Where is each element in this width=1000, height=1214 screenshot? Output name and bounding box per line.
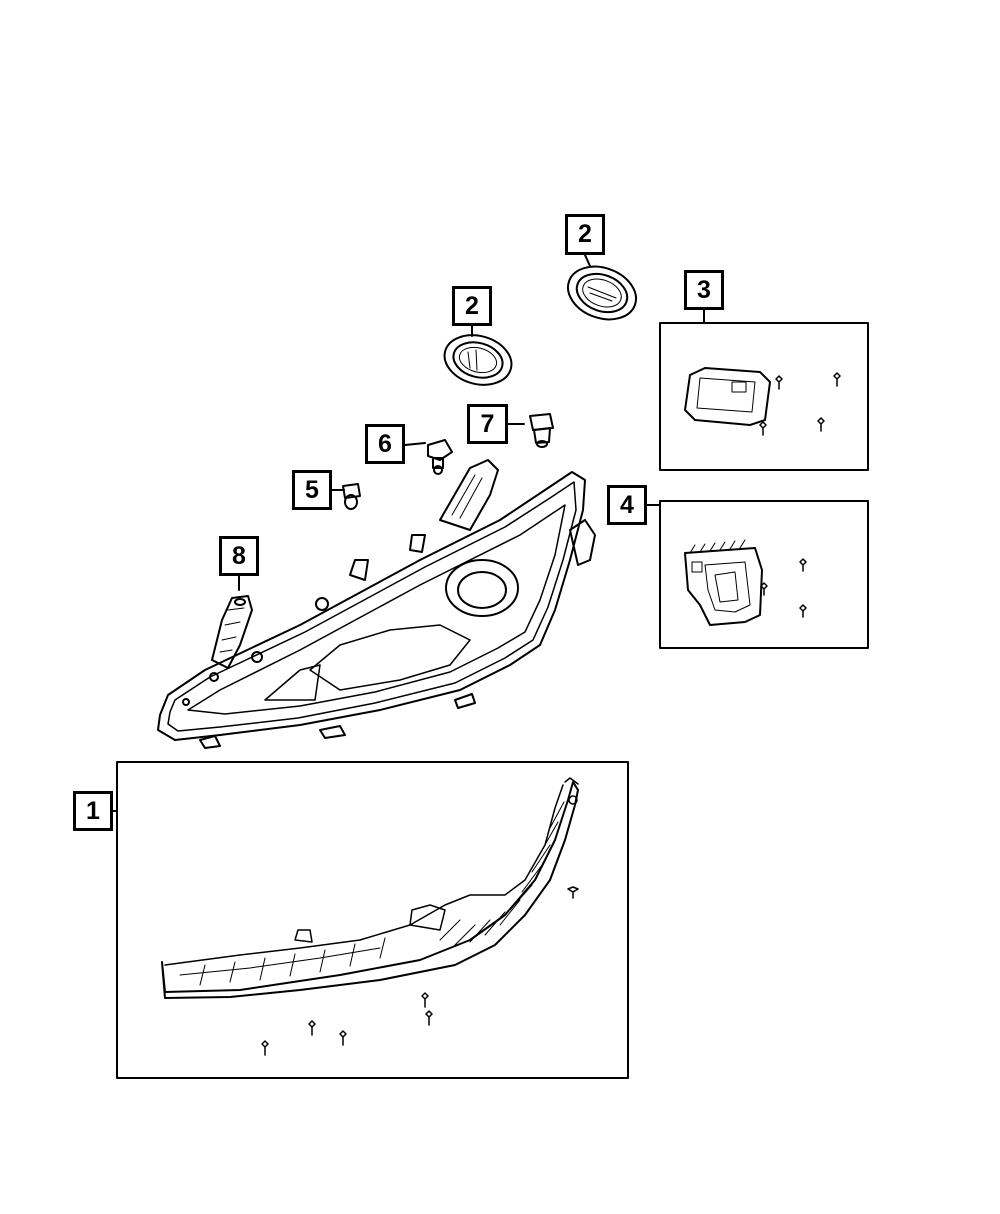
headlamp-bracket bbox=[211, 595, 253, 669]
callout-2-lower[interactable]: 2 bbox=[452, 286, 492, 326]
panel-3-frame bbox=[659, 322, 869, 471]
screw-icon bbox=[760, 558, 807, 618]
callout-1[interactable]: 1 bbox=[73, 791, 113, 831]
bulb-7-icon bbox=[529, 413, 554, 448]
headlamp-cap-large bbox=[567, 265, 637, 321]
screw-icon bbox=[261, 886, 579, 1056]
led-control-module bbox=[684, 367, 771, 426]
callout-2-upper[interactable]: 2 bbox=[565, 214, 605, 255]
callout-3[interactable]: 3 bbox=[684, 270, 724, 310]
leader-line-2a bbox=[584, 254, 591, 267]
bulb-5-icon bbox=[342, 483, 361, 510]
leader-line-6 bbox=[404, 442, 426, 446]
screw-icon bbox=[759, 372, 841, 436]
panel-4-frame bbox=[659, 500, 869, 649]
headlamp-cap-small bbox=[443, 334, 513, 386]
led-driver-module bbox=[684, 539, 763, 626]
callout-6[interactable]: 6 bbox=[365, 424, 405, 464]
callout-8[interactable]: 8 bbox=[219, 536, 259, 576]
panel-1-frame bbox=[116, 761, 629, 1079]
bulb-6-icon bbox=[427, 439, 453, 475]
callout-4[interactable]: 4 bbox=[607, 485, 647, 525]
callout-5[interactable]: 5 bbox=[292, 470, 332, 510]
lower-trim-bracket bbox=[161, 777, 579, 999]
headlamp-assembly bbox=[157, 459, 596, 749]
callout-7[interactable]: 7 bbox=[467, 404, 508, 444]
